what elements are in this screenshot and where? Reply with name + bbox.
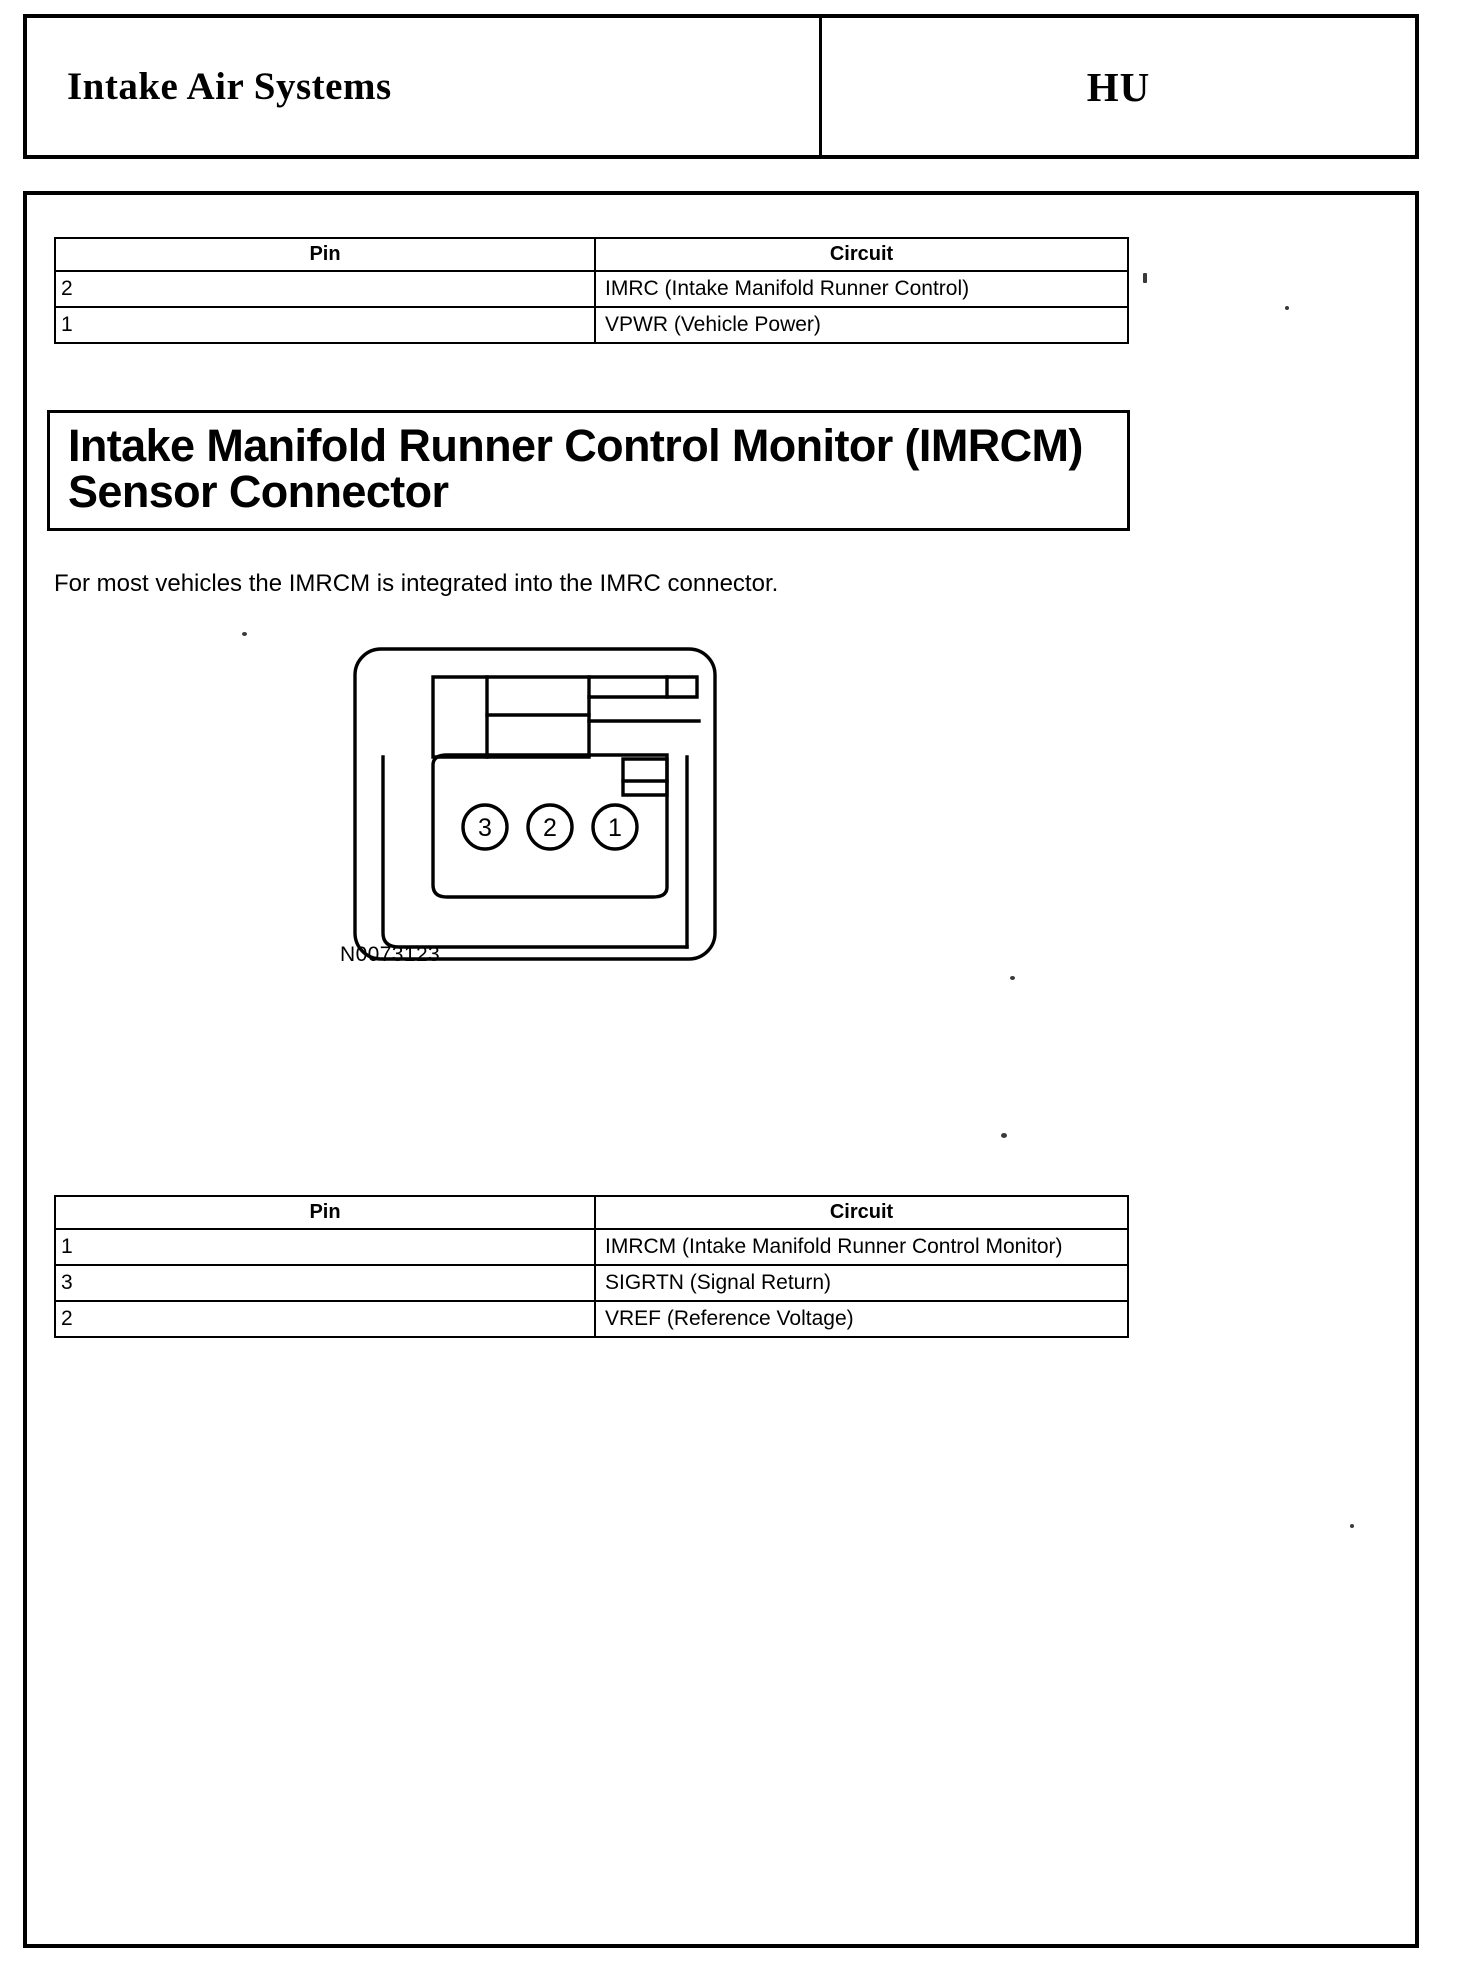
- section-title: Intake Manifold Runner Control Monitor (…: [68, 420, 1083, 518]
- connector-inner-edge-left: [381, 755, 689, 949]
- cell-pin: 3: [54, 1264, 596, 1302]
- connector-tab-center: [485, 675, 591, 759]
- cell-circuit: SIGRTN (Signal Return): [594, 1264, 1129, 1302]
- connector-tab-right-end: [665, 675, 699, 699]
- scan-speck: [1285, 306, 1289, 310]
- column-header-pin: Pin: [54, 1195, 596, 1230]
- scan-speck: [1001, 1133, 1007, 1138]
- imrcm-pin-table: Pin Circuit 1 IMRCM (Intake Manifold Run…: [54, 1195, 1129, 1338]
- cell-pin: 2: [54, 270, 596, 308]
- pin-label-1: 1: [608, 814, 622, 842]
- header-code-cell: HU: [822, 18, 1415, 155]
- header-title-cell: Intake Air Systems: [27, 18, 822, 155]
- table-row: 2 VREF (Reference Voltage): [54, 1300, 1129, 1338]
- connector-latch-block: [621, 757, 669, 797]
- page-title: Intake Air Systems: [67, 65, 392, 108]
- connector-tab-left: [431, 675, 489, 759]
- pin-circle-3: [461, 803, 509, 851]
- table-row: 3 SIGRTN (Signal Return): [54, 1264, 1129, 1302]
- column-header-circuit: Circuit: [594, 237, 1129, 272]
- pin-label-2: 2: [543, 814, 557, 842]
- page-header-bar: Intake Air Systems HU: [23, 14, 1419, 159]
- table-row: 1 IMRCM (Intake Manifold Runner Control …: [54, 1228, 1129, 1266]
- pin-circle-1: [591, 803, 639, 851]
- imrc-pin-table: Pin Circuit 2 IMRC (Intake Manifold Runn…: [54, 237, 1129, 344]
- connector-diagram: 3 2 1: [337, 635, 857, 975]
- cell-pin: 1: [54, 306, 596, 344]
- connector-tab-right-upper: [587, 675, 669, 699]
- cell-circuit: VPWR (Vehicle Power): [594, 306, 1129, 344]
- scan-speck: [242, 632, 247, 636]
- connector-outer-shell: [353, 647, 717, 961]
- connector-pin-cavity: [431, 753, 669, 899]
- pin-label-3: 3: [478, 814, 492, 842]
- table-header-row: Pin Circuit: [54, 237, 1129, 272]
- figure-caption: N0073123: [340, 943, 441, 966]
- table-row: 1 VPWR (Vehicle Power): [54, 306, 1129, 344]
- cell-pin: 2: [54, 1300, 596, 1338]
- section-code: HU: [1086, 63, 1151, 110]
- table-header-row: Pin Circuit: [54, 1195, 1129, 1230]
- cell-circuit: VREF (Reference Voltage): [594, 1300, 1129, 1338]
- connector-illustration: 3 2 1: [353, 647, 717, 961]
- section-title-block: Intake Manifold Runner Control Monitor (…: [47, 410, 1130, 531]
- cell-circuit: IMRCM (Intake Manifold Runner Control Mo…: [594, 1228, 1129, 1266]
- scan-speck: [1010, 976, 1015, 980]
- column-header-pin: Pin: [54, 237, 596, 272]
- cell-pin: 1: [54, 1228, 596, 1266]
- scan-speck: [1350, 1524, 1354, 1528]
- pin-circle-2: [526, 803, 574, 851]
- cell-circuit: IMRC (Intake Manifold Runner Control): [594, 270, 1129, 308]
- section-note: For most vehicles the IMRCM is integrate…: [54, 570, 779, 597]
- page-content-frame: Pin Circuit 2 IMRC (Intake Manifold Runn…: [23, 191, 1419, 1948]
- scan-speck: [1143, 273, 1147, 283]
- table-row: 2 IMRC (Intake Manifold Runner Control): [54, 270, 1129, 308]
- column-header-circuit: Circuit: [594, 1195, 1129, 1230]
